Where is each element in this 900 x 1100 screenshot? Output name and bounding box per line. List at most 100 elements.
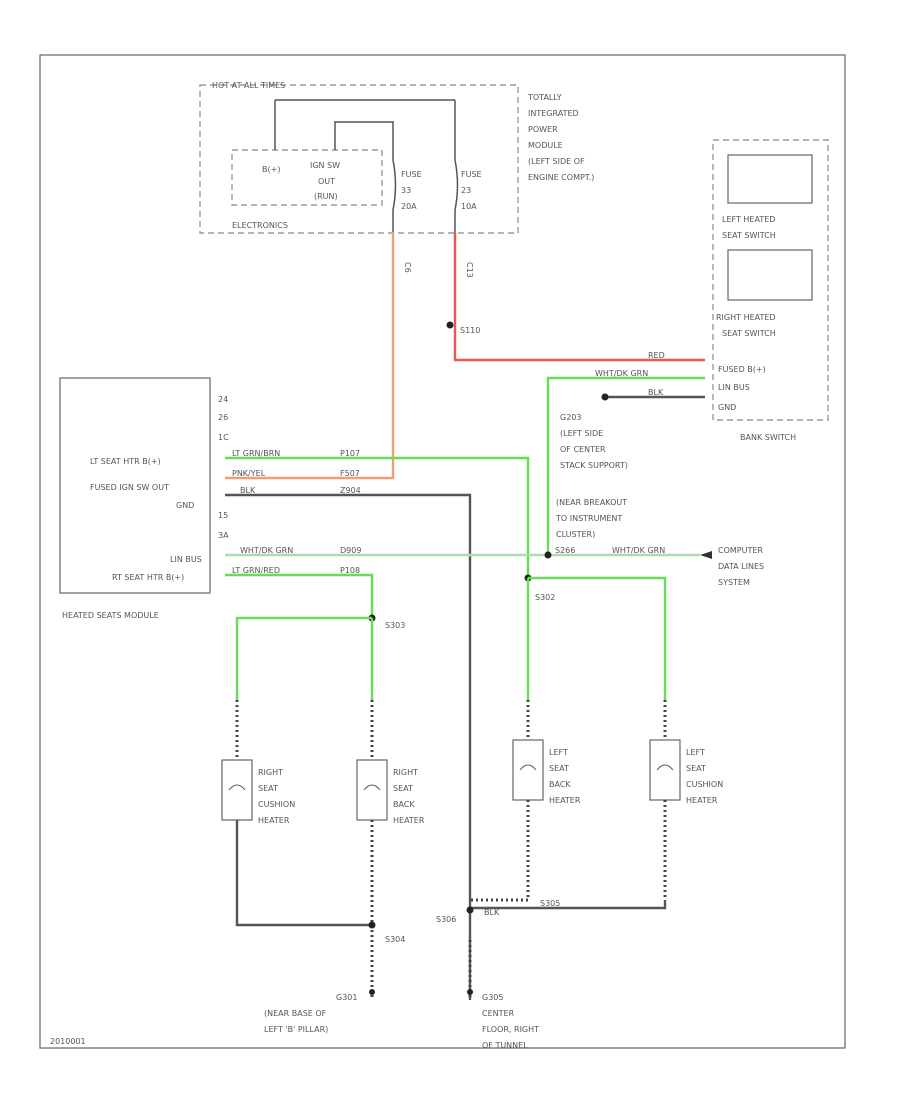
- module-pin-1c: 1C: [218, 433, 229, 442]
- svg-text:FUSE: FUSE: [461, 170, 482, 179]
- ground-g305-icon: [467, 989, 473, 995]
- left-back-gnd-wire: [470, 800, 530, 902]
- svg-text:INTEGRATED: INTEGRATED: [528, 109, 579, 118]
- svg-text:LEFT: LEFT: [686, 748, 705, 757]
- bank-switch-title: BANK SWITCH: [740, 433, 796, 442]
- svg-text:HEATER: HEATER: [549, 796, 581, 805]
- ign-sw-out-label: IGN SW OUT (RUN): [310, 161, 340, 201]
- right-gnd-wire: [235, 820, 372, 927]
- heated-seats-module: [59, 377, 211, 594]
- splice-s303: S303: [385, 621, 405, 630]
- heater-element-icon: [519, 764, 537, 771]
- svg-text:BACK: BACK: [393, 800, 415, 809]
- left-heated-seat-switch[interactable]: [727, 154, 813, 204]
- right-heated-seat-switch[interactable]: [727, 249, 813, 301]
- svg-text:HEATER: HEATER: [258, 816, 290, 825]
- svg-text:BACK: BACK: [549, 780, 571, 789]
- tipm-title: TOTALLY INTEGRATED POWER MODULE (LEFT SI…: [527, 93, 594, 182]
- svg-text:(NEAR BREAKOUT: (NEAR BREAKOUT: [556, 498, 627, 507]
- electronics-box: [231, 149, 383, 206]
- electronics-label: ELECTRONICS: [232, 221, 288, 230]
- footer-code: 2010001: [50, 1037, 86, 1046]
- svg-text:10A: 10A: [461, 202, 477, 211]
- wire-blk-s306-label: BLK: [484, 908, 500, 917]
- svg-text:STACK SUPPORT): STACK SUPPORT): [560, 461, 628, 470]
- svg-text:CUSHION: CUSHION: [258, 800, 295, 809]
- wire-fused-ign: [225, 232, 395, 480]
- svg-text:RIGHT HEATED: RIGHT HEATED: [716, 313, 776, 322]
- bplus-label: B(+): [262, 165, 280, 174]
- bank-switch-box: [712, 139, 829, 421]
- svg-text:(LEFT SIDE: (LEFT SIDE: [560, 429, 603, 438]
- svg-text:DATA LINES: DATA LINES: [718, 562, 764, 571]
- module-pin-fused-ign: FUSED IGN SW OUT: [90, 483, 169, 492]
- right-seat-back-heater: [356, 759, 388, 821]
- svg-text:LEFT 'B' PILLAR): LEFT 'B' PILLAR): [264, 1025, 328, 1034]
- module-pin-26: 26: [218, 413, 228, 422]
- pin-c6: C6: [403, 262, 412, 273]
- svg-text:SYSTEM: SYSTEM: [718, 578, 750, 587]
- wire-p108-label: P108: [340, 566, 360, 575]
- svg-text:OUT: OUT: [318, 177, 335, 186]
- svg-text:G203: G203: [560, 413, 581, 422]
- ign-out-line: [334, 121, 394, 160]
- g203-dot: [601, 393, 609, 401]
- splice-s305: S305: [540, 899, 560, 908]
- wire-org-label: PNK/YEL: [232, 469, 266, 478]
- svg-text:COMPUTER: COMPUTER: [718, 546, 763, 555]
- splice-g305: G305 CENTER FLOOR, RIGHT OF TUNNEL: [482, 993, 539, 1050]
- module-pin-lin: LIN BUS: [170, 555, 202, 564]
- splice-s302: S302: [535, 593, 555, 602]
- wire-left-cushion: [528, 576, 667, 700]
- module-pin-3a: 3A: [218, 531, 229, 540]
- computer-data-lines[interactable]: COMPUTER DATA LINES SYSTEM: [718, 546, 764, 587]
- svg-text:IGN SW: IGN SW: [310, 161, 340, 170]
- splice-s306: S306: [436, 915, 456, 924]
- hot-at-all-times-label: HOT AT ALL TIMES: [212, 81, 285, 90]
- wire-f507-label: F507: [340, 469, 360, 478]
- svg-text:20A: 20A: [401, 202, 417, 211]
- wire-p107-label: P107: [340, 449, 360, 458]
- wire-module-gnd: [225, 493, 472, 1000]
- splice-s304-dot: [368, 921, 376, 929]
- wire-lt-grn2-label: LT GRN/RED: [232, 566, 280, 575]
- module-pin-24: 24: [218, 395, 228, 404]
- left-seat-cushion-heater: [649, 739, 681, 801]
- wire-d909-label: D909: [340, 546, 361, 555]
- module-pin-rt-seat: RT SEAT HTR B(+): [112, 573, 184, 582]
- right-switch-label: RIGHT HEATED SEAT SWITCH: [716, 313, 776, 338]
- svg-text:POWER: POWER: [528, 125, 558, 134]
- heater-element-icon: [228, 784, 246, 791]
- fuse1-symbol: [392, 159, 397, 232]
- svg-text:TO INSTRUMENT: TO INSTRUMENT: [555, 514, 622, 523]
- svg-text:MODULE: MODULE: [528, 141, 563, 150]
- wire-lin-bank: [546, 376, 705, 555]
- module-pin-lt-seat: LT SEAT HTR B(+): [90, 457, 161, 466]
- bank-pin-gnd: GND: [718, 403, 736, 412]
- svg-text:SEAT SWITCH: SEAT SWITCH: [722, 231, 776, 240]
- svg-text:CENTER: CENTER: [482, 1009, 515, 1018]
- splice-s110: S110: [460, 326, 480, 335]
- svg-text:FLOOR, RIGHT: FLOOR, RIGHT: [482, 1025, 539, 1034]
- bank-pin-lin: LIN BUS: [718, 383, 750, 392]
- svg-text:SEAT: SEAT: [549, 764, 569, 773]
- module-pin-15: 15: [218, 511, 228, 520]
- bank-pin-fused: FUSED B(+): [718, 365, 766, 374]
- svg-text:SEAT: SEAT: [686, 764, 706, 773]
- heater-element-icon: [656, 764, 674, 771]
- wire-blk-label: BLK: [240, 486, 256, 495]
- fuse2-symbol: [454, 159, 459, 232]
- splice-s304: S304: [385, 935, 405, 944]
- svg-text:(LEFT SIDE OF: (LEFT SIDE OF: [528, 157, 585, 166]
- splice-s306-dot: [466, 906, 474, 914]
- svg-text:(RUN): (RUN): [314, 192, 338, 201]
- module-title: HEATED SEATS MODULE: [62, 611, 159, 620]
- left-gnd-bus: [470, 900, 667, 910]
- svg-text:FUSE: FUSE: [401, 170, 422, 179]
- svg-text:CUSHION: CUSHION: [686, 780, 723, 789]
- svg-text:SEAT SWITCH: SEAT SWITCH: [722, 329, 776, 338]
